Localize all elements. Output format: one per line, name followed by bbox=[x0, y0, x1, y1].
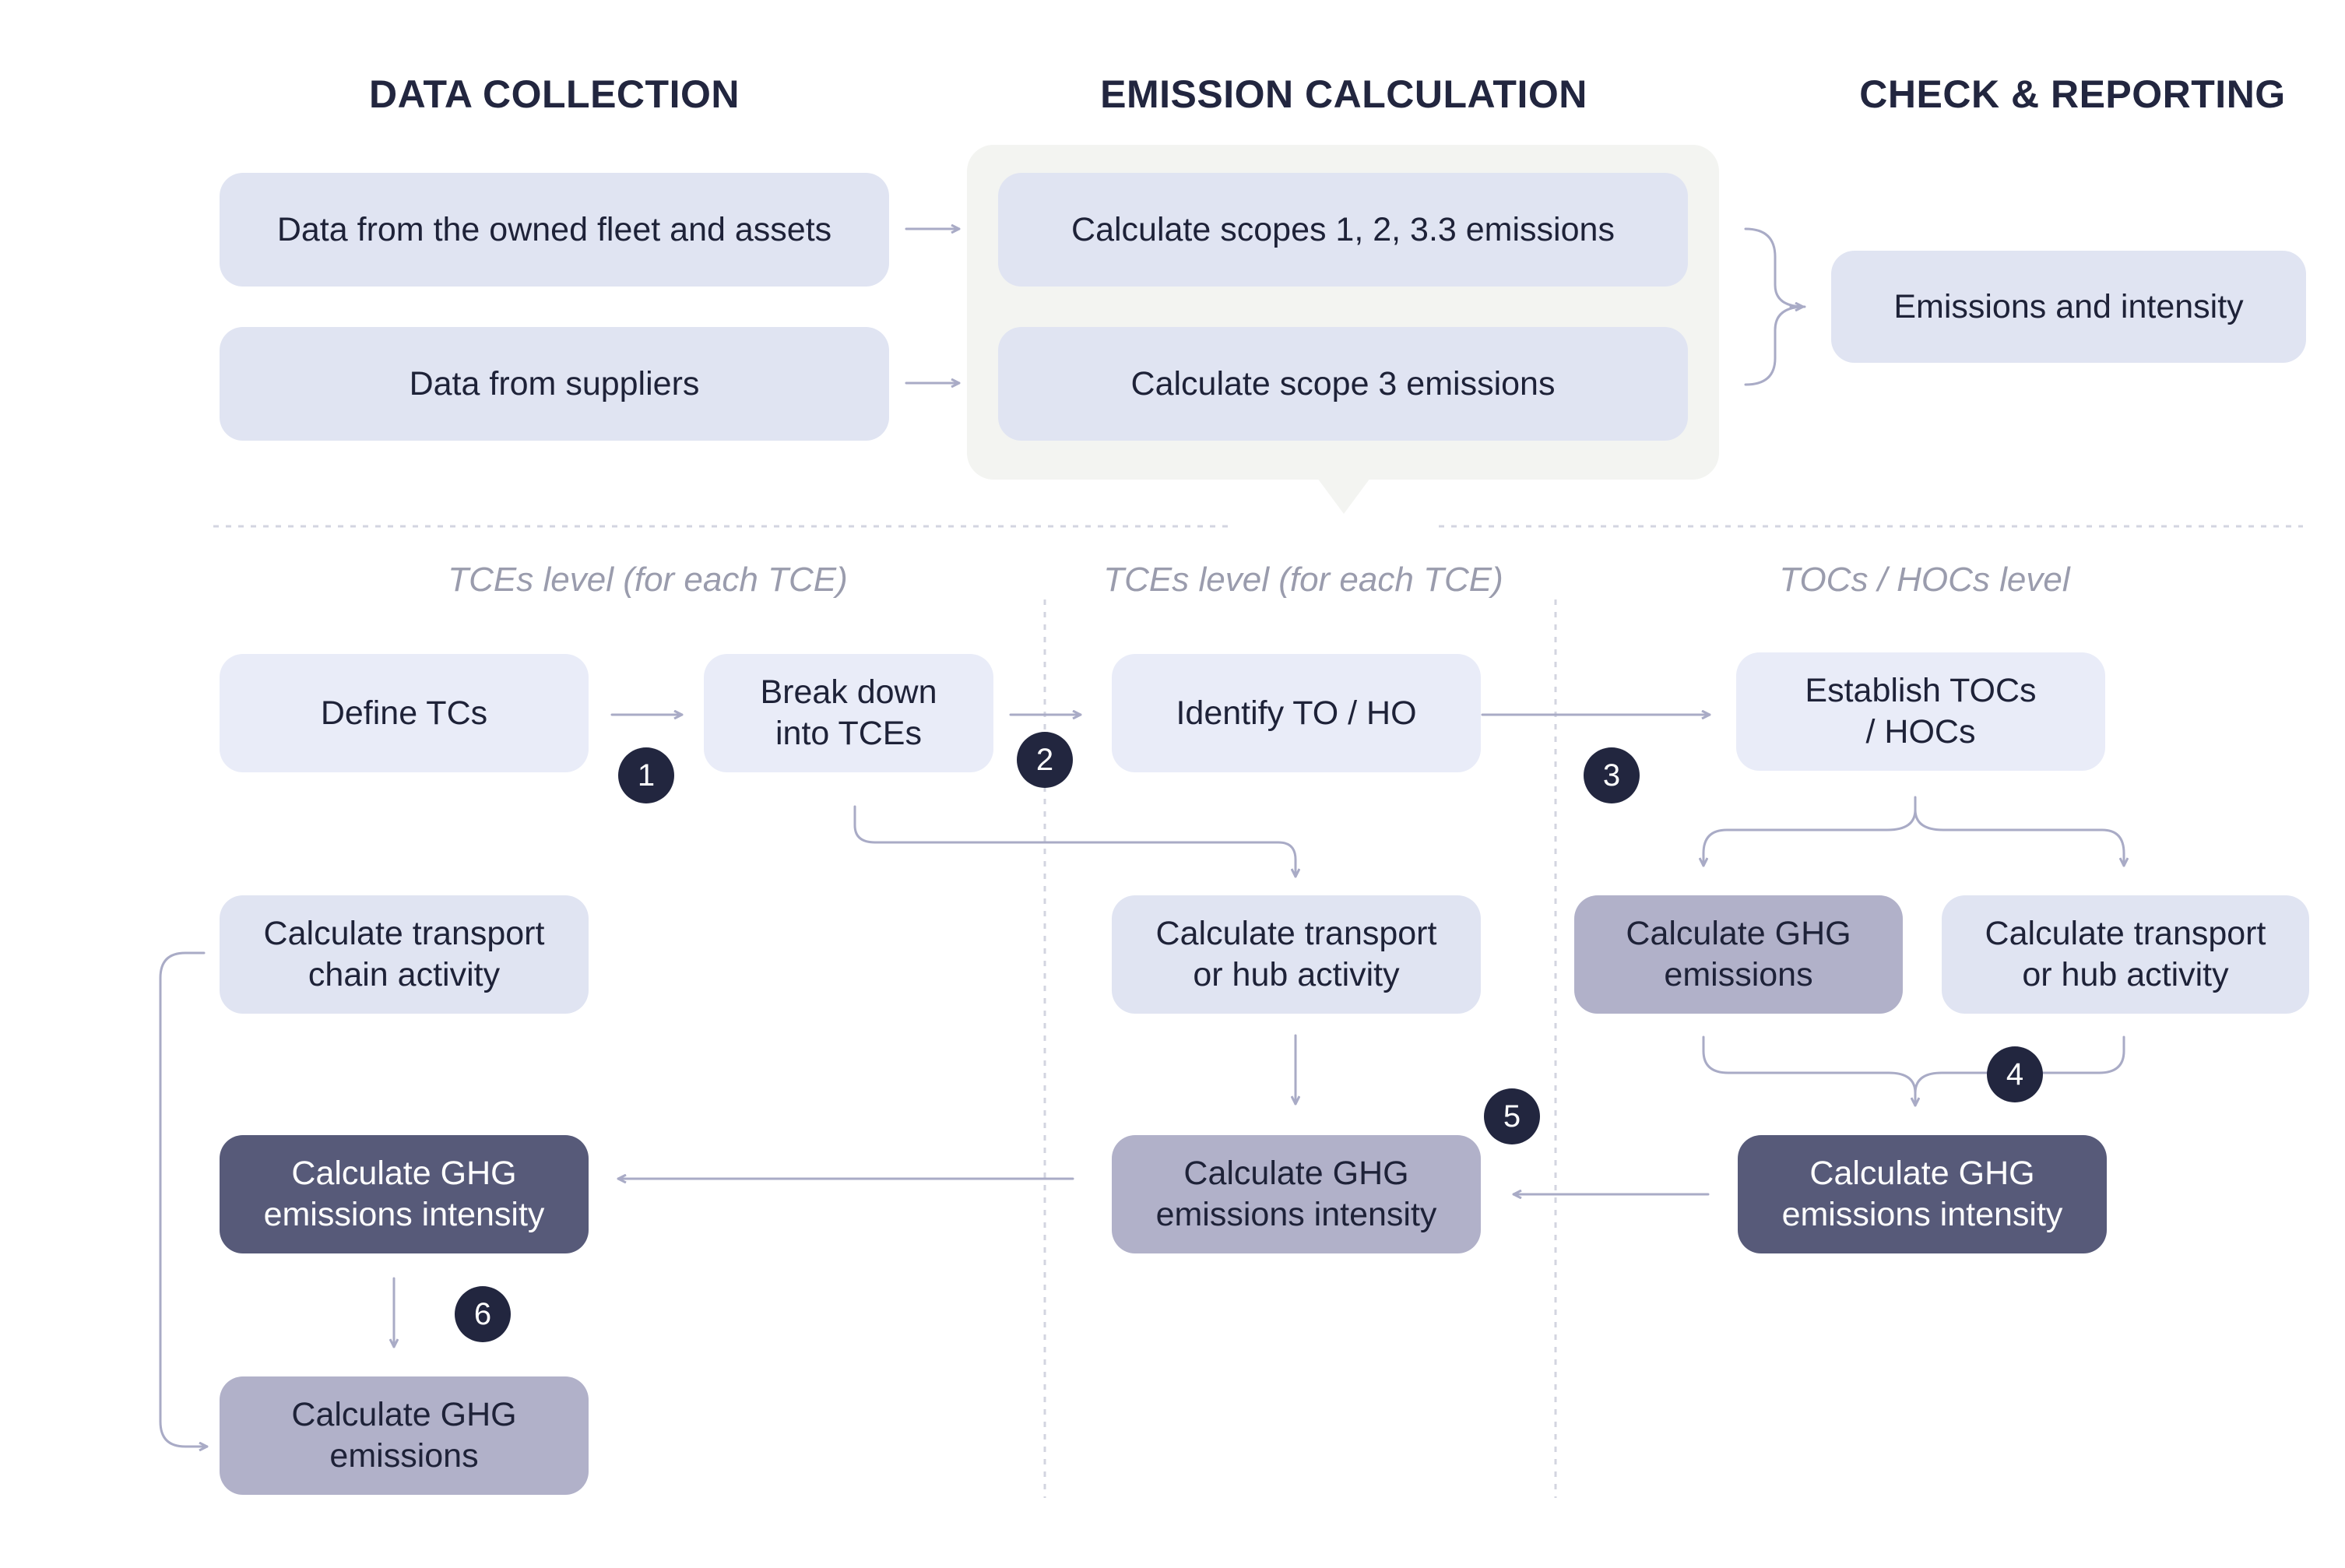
connector-break-to-transport bbox=[853, 805, 1296, 878]
step-badge-2: 2 bbox=[1017, 732, 1073, 788]
connector-merge-left bbox=[1702, 1035, 1915, 1107]
step-badge-6: 6 bbox=[455, 1286, 511, 1342]
connector-establish-split bbox=[1703, 796, 1917, 867]
header-data-collection: DATA COLLECTION bbox=[369, 72, 740, 116]
calc-transport-hub-mid-box: Calculate transport or hub activity bbox=[1112, 895, 1481, 1014]
calc-intensity-mid-box: Calculate GHG emissions intensity bbox=[1112, 1135, 1481, 1253]
calc-ghg-right-box: Calculate GHG emissions bbox=[1574, 895, 1903, 1014]
level-label-tce-left: TCEs level (for each TCE) bbox=[448, 561, 848, 599]
calc-intensity-right-box: Calculate GHG emissions intensity bbox=[1738, 1135, 2107, 1253]
calc-transport-chain-box: Calculate transport chain activity bbox=[220, 895, 589, 1014]
establish-tocs-box: Establish TOCs / HOCs bbox=[1736, 652, 2105, 771]
panel-pointer bbox=[1317, 478, 1370, 514]
break-down-box: Break down into TCEs bbox=[704, 654, 993, 772]
level-label-toc-hoc: TOCs / HOCs level bbox=[1779, 561, 2070, 599]
header-check-reporting: CHECK & REPORTING bbox=[1859, 72, 2286, 116]
identify-to-ho-box: Identify TO / HO bbox=[1112, 654, 1481, 772]
brace-to-emissions bbox=[1744, 227, 1806, 386]
step-badge-3: 3 bbox=[1584, 747, 1640, 803]
header-emission-calculation: EMISSION CALCULATION bbox=[1100, 72, 1587, 116]
define-tcs-box: Define TCs bbox=[220, 654, 589, 772]
step-badge-1: 1 bbox=[618, 747, 674, 803]
emissions-intensity-box: Emissions and intensity bbox=[1831, 251, 2306, 363]
step-badge-4: 4 bbox=[1987, 1046, 2043, 1102]
step-badge-5: 5 bbox=[1484, 1088, 1540, 1144]
owned-fleet-box: Data from the owned fleet and assets bbox=[220, 173, 889, 287]
scopes-123-box: Calculate scopes 1, 2, 3.3 emissions bbox=[998, 173, 1688, 287]
connector-chain-to-emissions bbox=[159, 951, 209, 1447]
suppliers-box: Data from suppliers bbox=[220, 327, 889, 441]
calc-intensity-left-box: Calculate GHG emissions intensity bbox=[220, 1135, 589, 1253]
scope-3-box: Calculate scope 3 emissions bbox=[998, 327, 1688, 441]
connector-establish-split-right bbox=[1914, 808, 2124, 867]
calc-transport-hub-right-box: Calculate transport or hub activity bbox=[1942, 895, 2309, 1014]
calc-ghg-left-box: Calculate GHG emissions bbox=[220, 1376, 589, 1495]
level-label-tce-mid: TCEs level (for each TCE) bbox=[1103, 561, 1503, 599]
